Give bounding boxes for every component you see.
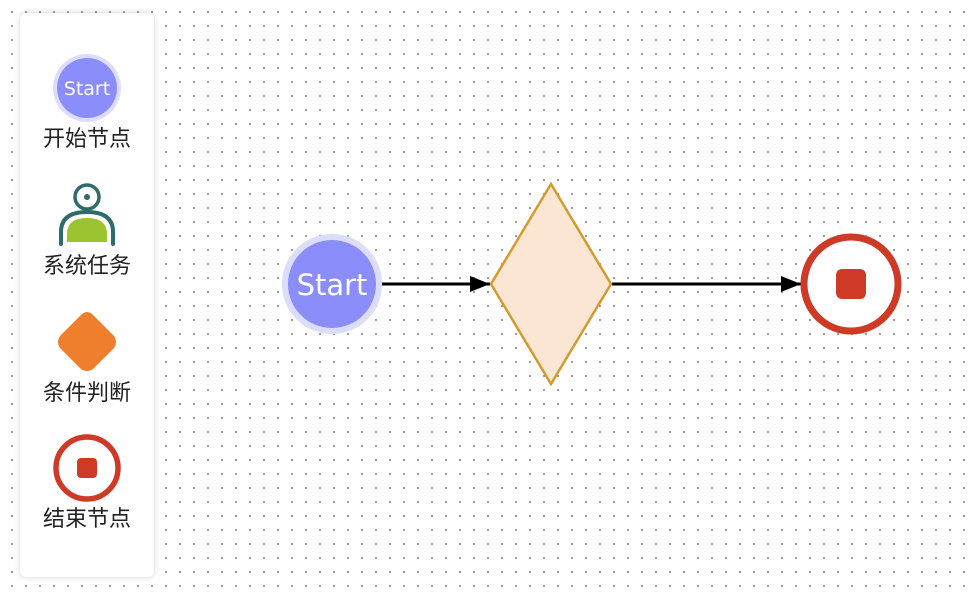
palette-item-condition[interactable]: 条件判断	[20, 303, 154, 407]
palette-item-start[interactable]: Start 开始节点	[20, 49, 154, 153]
condition-diamond-icon	[58, 312, 116, 371]
palette-item-label: 开始节点	[42, 127, 131, 152]
palette-item-label: 条件判断	[42, 381, 131, 406]
start-circle-icon: Start	[53, 54, 121, 122]
start-node-label: Start	[297, 268, 368, 302]
start-node[interactable]: Start	[282, 234, 382, 334]
stop-icon	[836, 269, 866, 299]
end-stop-circle-icon	[53, 434, 121, 502]
condition-gateway-node[interactable]	[489, 181, 613, 387]
palette-item-end[interactable]: 结束节点	[20, 429, 154, 533]
start-icon-text: Start	[64, 78, 110, 100]
end-node[interactable]	[800, 233, 902, 335]
palette-item-label: 结束节点	[42, 507, 131, 532]
palette-item-label: 系统任务	[42, 254, 131, 279]
palette-item-system-task[interactable]: 系统任务	[20, 176, 154, 280]
node-palette: Start 开始节点 系统任务 条件判断	[20, 13, 154, 577]
system-task-person-icon	[59, 183, 115, 246]
